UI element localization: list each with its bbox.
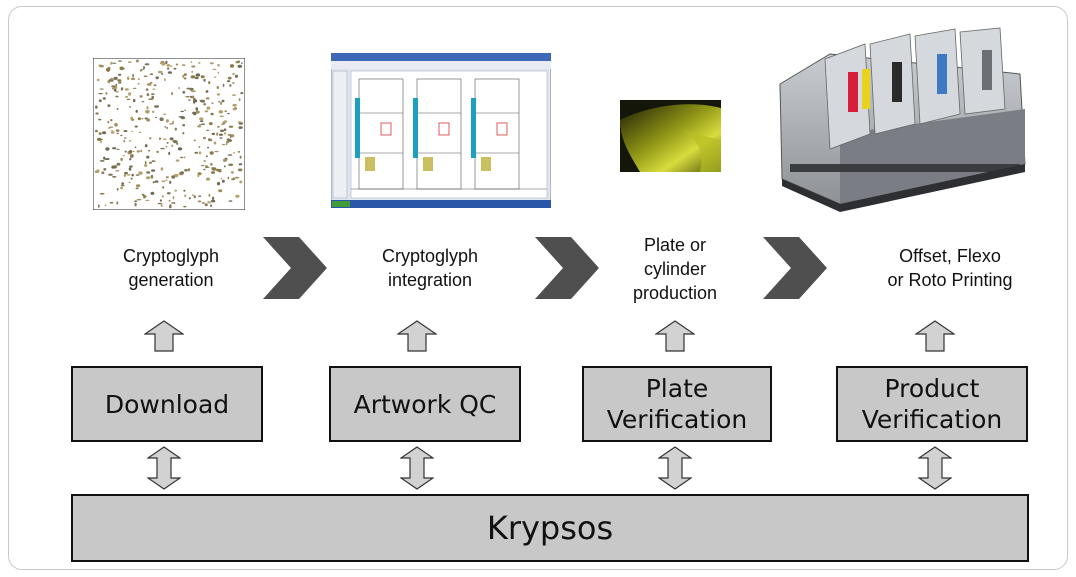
chevron-right-icon bbox=[763, 237, 827, 299]
printing-press-image bbox=[770, 14, 1032, 214]
chevron-right-icon bbox=[535, 237, 599, 299]
cryptoglyph-pattern-image bbox=[93, 58, 245, 210]
chevron-right-icon bbox=[263, 237, 327, 299]
arrow-up-down-icon bbox=[918, 446, 952, 490]
plate-verification-box: Plate Verification bbox=[582, 366, 772, 442]
arrow-up-icon bbox=[655, 320, 695, 352]
arrow-up-down-icon bbox=[658, 446, 692, 490]
caption-cryptoglyph-integration: Cryptoglyph integration bbox=[381, 246, 479, 290]
download-box: Download bbox=[71, 366, 263, 442]
caption-cryptoglyph-generation: Cryptoglyph generation bbox=[122, 246, 220, 290]
krypsos-platform-bar: Krypsos bbox=[71, 494, 1029, 562]
arrow-up-down-icon bbox=[147, 446, 181, 490]
arrow-up-down-icon bbox=[400, 446, 434, 490]
arrow-up-icon bbox=[397, 320, 437, 352]
artwork-screenshot-image bbox=[331, 53, 551, 208]
arrow-up-icon bbox=[915, 320, 955, 352]
artwork-qc-box: Artwork QC bbox=[329, 366, 521, 442]
printing-cylinder-image bbox=[620, 100, 721, 172]
caption-plate-production: Plate or cylinder production bbox=[632, 235, 718, 303]
caption-printing: Offset, Flexo or Roto Printing bbox=[887, 246, 1013, 290]
arrow-up-icon bbox=[144, 320, 184, 352]
product-verification-box: Product Verification bbox=[836, 366, 1028, 442]
